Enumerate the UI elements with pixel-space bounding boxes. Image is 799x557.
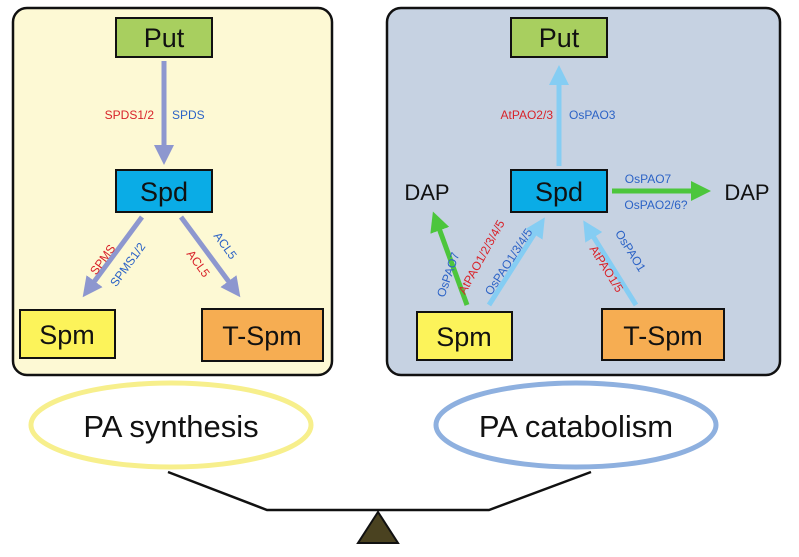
svg-text:Put: Put <box>539 23 580 53</box>
enzyme-label-spds-at: SPDS1/2 <box>105 108 155 122</box>
node-spm-synthesis: Spm <box>19 309 116 359</box>
node-spm-catabolism: Spm <box>416 311 513 361</box>
node-tspm-synthesis: T-Spm <box>201 308 324 362</box>
node-tspm-catabolism: T-Spm <box>601 308 725 361</box>
svg-text:Spm: Spm <box>39 320 95 350</box>
enzyme-label-ospao3: OsPAO3 <box>569 108 616 122</box>
node-dap-left: DAP <box>404 180 449 205</box>
arrow-spd-to-tspm <box>178 215 241 298</box>
node-dap-right: DAP <box>724 180 769 205</box>
catabolism-label: PA catabolism <box>479 409 673 444</box>
svg-text:Spd: Spd <box>535 177 583 207</box>
arrow-tspm-to-spd <box>583 220 639 307</box>
fulcrum-icon <box>356 510 400 544</box>
enzyme-label-spds-os: SPDS <box>172 108 205 122</box>
arrow-spd-to-spm <box>82 215 145 298</box>
svg-text:Spm: Spm <box>436 322 492 352</box>
svg-text:T-Spm: T-Spm <box>222 321 302 351</box>
svg-text:T-Spm: T-Spm <box>623 321 703 351</box>
enzyme-label-ospao7-spd: OsPAO7 <box>625 172 672 186</box>
node-spd-synthesis: Spd <box>115 169 213 213</box>
node-put-catabolism: Put <box>510 17 608 58</box>
synthesis-ellipse <box>28 380 314 470</box>
enzyme-label-atpao23: AtPAO2/3 <box>501 108 554 122</box>
balance-beam <box>167 470 592 512</box>
catabolism-ellipse <box>433 380 719 470</box>
svg-text:Put: Put <box>144 23 185 53</box>
arrow-spm-to-dap <box>430 211 470 306</box>
node-spd-catabolism: Spd <box>510 169 608 213</box>
svg-text:Spd: Spd <box>140 177 188 207</box>
arrow-spm-to-spd <box>486 217 545 307</box>
node-put-synthesis: Put <box>115 17 213 58</box>
enzyme-label-ospao26: OsPAO2/6? <box>624 198 687 212</box>
synthesis-label: PA synthesis <box>83 409 258 444</box>
